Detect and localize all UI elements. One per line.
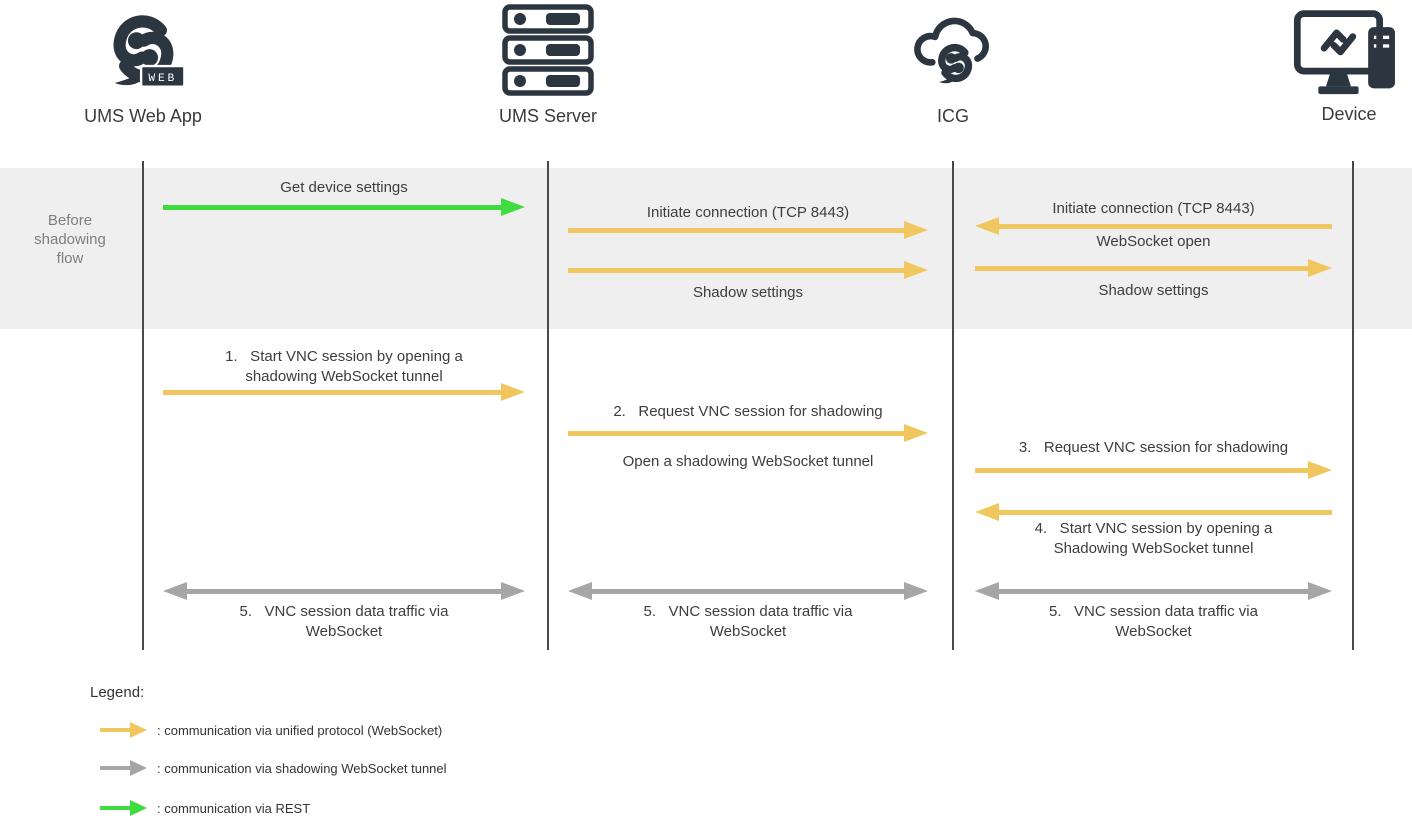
message-label: 2. Request VNC session for shadowing <box>613 403 883 420</box>
device-monitor-icon <box>1291 6 1407 96</box>
web-badge: WEB <box>139 64 186 88</box>
message-arrow-step-4 <box>975 503 1332 521</box>
legend-item-shadowing-tunnel: : communication via shadowing WebSocket … <box>100 760 447 776</box>
message-label: 5. VNC session data traffic via WebSocke… <box>1049 603 1258 640</box>
message-label: Initiate connection (TCP 8443) <box>1052 200 1255 217</box>
message-label: 4. Start VNC session by opening a Shadow… <box>1034 520 1273 557</box>
message-arrow-step-1 <box>163 383 525 401</box>
actor-label: ICG <box>936 106 969 126</box>
message-label: 3. Request VNC session for shadowing <box>1018 439 1289 456</box>
legend-item-unified-protocol: : communication via unified protocol (We… <box>100 722 442 738</box>
actor-device: Device <box>1249 6 1412 125</box>
message-arrow-step-5-icg-device <box>975 582 1332 600</box>
actor-icg: ICG <box>853 4 1053 127</box>
message-label: WebSocket open <box>1096 233 1211 250</box>
message-label: 1. Start VNC session by opening a shadow… <box>225 348 463 385</box>
legend-item-label: : communication via shadowing WebSocket … <box>157 760 447 776</box>
message-arrow-step-5-server-icg <box>568 582 928 600</box>
message-arrow-initiate-connection-device <box>975 217 1332 235</box>
yellow-arrow-icon <box>100 722 147 738</box>
message-label: Open a shadowing WebSocket tunnel <box>622 453 874 470</box>
actor-ums-server: UMS Server <box>448 2 648 127</box>
lifeline-ums-server <box>547 161 549 650</box>
message-label: 5. VNC session data traffic via WebSocke… <box>239 603 449 640</box>
legend-item-label: : communication via REST <box>157 800 311 816</box>
actor-label: UMS Server <box>498 106 597 126</box>
before-shadowing-band <box>0 168 1412 329</box>
green-arrow-icon <box>100 800 147 816</box>
band-label: Before shadowing flow <box>34 212 106 267</box>
web-badge-text: WEB <box>148 73 177 85</box>
ums-web-logo-icon: WEB <box>95 4 191 98</box>
legend-item-label: : communication via unified protocol (We… <box>157 722 443 738</box>
gray-arrow-icon <box>100 760 147 776</box>
message-label: Get device settings <box>280 179 408 196</box>
actor-ums-web-app: WEB UMS Web App <box>43 4 243 127</box>
message-label: Initiate connection (TCP 8443) <box>646 204 850 221</box>
message-arrow-step-3 <box>975 461 1332 479</box>
message-arrow-shadow-settings <box>568 261 928 279</box>
lifeline-icg <box>952 161 954 650</box>
message-arrow-shadow-settings-device <box>975 259 1332 277</box>
message-label: 5. VNC session data traffic via WebSocke… <box>643 603 853 640</box>
actor-label: UMS Web App <box>84 106 202 126</box>
message-arrow-get-device-settings <box>163 198 525 216</box>
legend-title: Legend: <box>90 684 145 701</box>
lifeline-device <box>1352 161 1354 650</box>
server-rack-icon <box>498 2 598 98</box>
actor-label: Device <box>1321 104 1377 124</box>
icg-cloud-icon <box>905 4 1001 98</box>
legend-item-rest: : communication via REST <box>100 800 310 816</box>
message-arrow-initiate-connection <box>568 221 928 239</box>
message-label: Shadow settings <box>1098 282 1209 299</box>
lifeline-ums-web-app <box>142 161 144 650</box>
message-arrow-step-2 <box>568 424 928 442</box>
message-arrow-step-5-webapp-server <box>163 582 525 600</box>
message-label: Shadow settings <box>692 284 804 301</box>
